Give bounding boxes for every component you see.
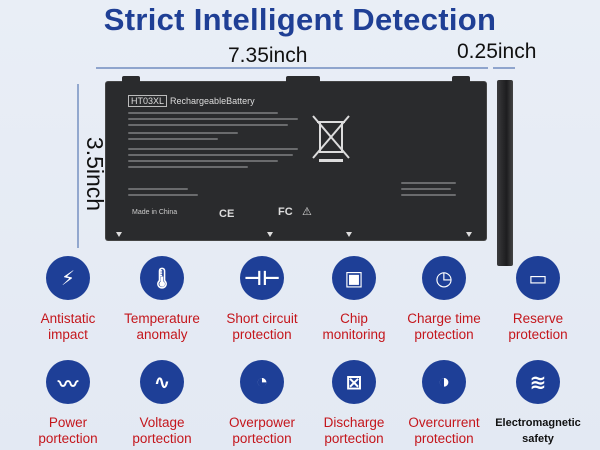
width-dimension: 7.35inch	[228, 44, 308, 67]
pulse-icon: 〰	[46, 360, 90, 404]
discharge-icon: ⊠	[332, 360, 376, 404]
thickness-dimension: 0.25inch	[457, 40, 537, 63]
battery-label: HT03XL RechargeableBattery	[128, 95, 255, 107]
battery-side	[497, 80, 513, 266]
battery-front: HT03XL RechargeableBattery Made in China…	[106, 76, 486, 240]
made-in-china: Made in China	[132, 209, 178, 216]
model-number: HT03XL	[128, 95, 168, 107]
lightning-icon: ⚡	[46, 256, 90, 300]
warning-icon: ⚠	[302, 206, 312, 218]
height-dimension: 3.5inch	[82, 136, 108, 212]
page-title: Strict Intelligent Detection	[103, 2, 497, 37]
recycle-bin-icon	[312, 115, 350, 162]
fc-mark: FC	[278, 206, 293, 218]
clock-icon: ◷	[422, 256, 466, 300]
gauge-icon: ◔	[240, 360, 284, 404]
coil-icon: ≋	[516, 360, 560, 404]
ce-mark: CE	[219, 208, 235, 220]
battery-type: RechargeableBattery	[170, 96, 255, 106]
voltage-wave-icon: ∿	[140, 360, 184, 404]
chip-icon: ▣	[332, 256, 376, 300]
battery-icon: ▭	[516, 256, 560, 300]
meter-icon: ◑	[422, 360, 466, 404]
short-circuit-icon: ⊣⊢	[240, 256, 284, 300]
thermometer-icon: 🌡	[140, 256, 184, 300]
